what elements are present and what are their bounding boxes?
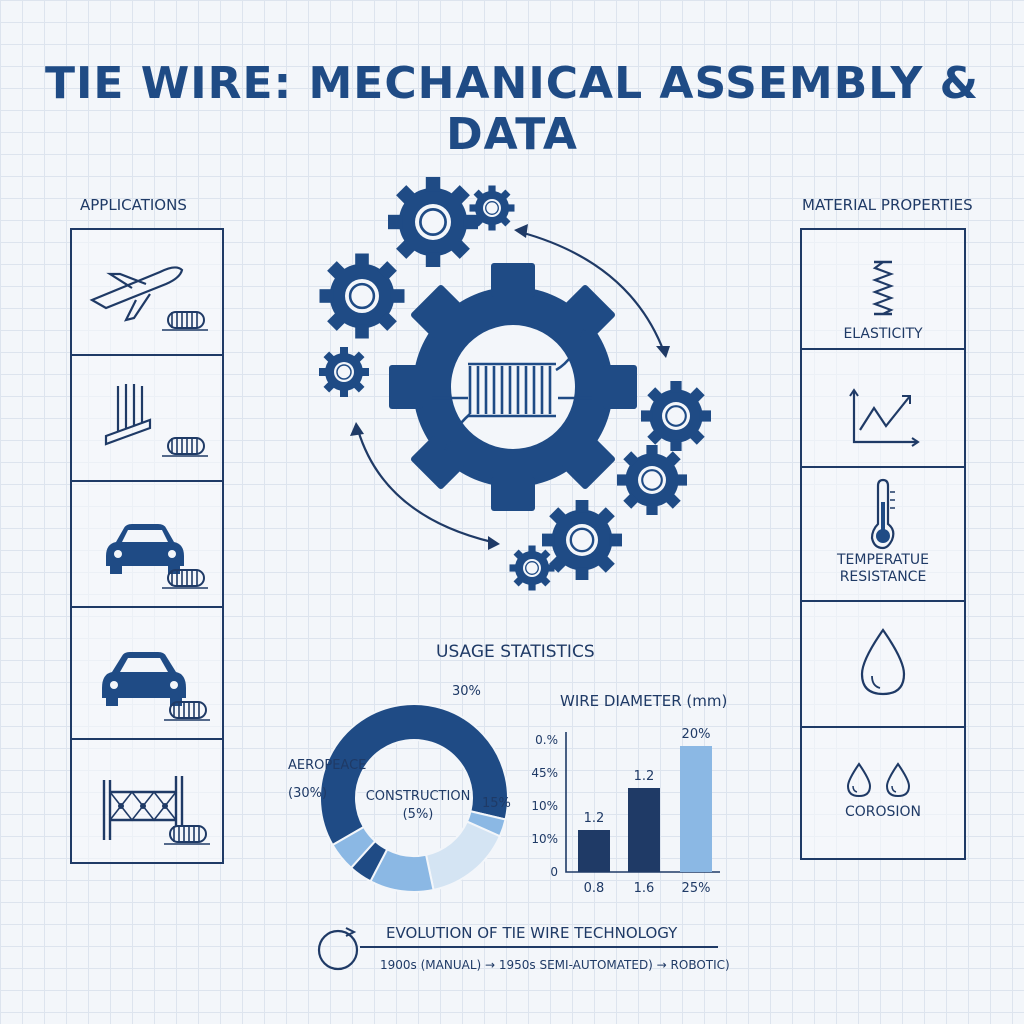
property-corrosion[interactable]: COROSION (802, 728, 964, 858)
material-properties-heading: MATERIAL PROPERTIES (802, 196, 973, 214)
gear-icon (468, 184, 516, 232)
application-rebar[interactable] (72, 356, 222, 482)
y-tick-label: 10% (531, 832, 558, 846)
x-tick-label: 0.8 (584, 881, 605, 896)
donut-center-label: CONSTRUCTION (366, 789, 471, 804)
property-label: TEMPERATUE (836, 552, 930, 568)
property-label: ELASTICITY (843, 326, 923, 342)
main-gear-icon (389, 263, 637, 511)
rotation-arrows (356, 230, 666, 544)
application-fence[interactable] (72, 740, 222, 862)
y-tick-label: 0.% (535, 733, 558, 747)
applications-heading: APPLICATIONS (80, 196, 187, 214)
application-car-2[interactable] (72, 608, 222, 740)
aircraft-icon (89, 266, 208, 331)
bar-value-label: 1.2 (634, 769, 655, 784)
property-label-line-2: RESISTANCE (839, 569, 927, 585)
rebar-icon (104, 384, 208, 457)
thermometer-icon (870, 478, 895, 550)
applications-panel (70, 228, 224, 864)
donut-right-label: 15% (482, 796, 511, 811)
droplets-icon (846, 762, 911, 798)
donut-slice (319, 703, 509, 847)
property-elasticity[interactable]: ELASTICITY (802, 230, 964, 350)
y-tick-label: 45% (531, 766, 558, 780)
donut-slice (331, 825, 377, 870)
bar-value-label: 20% (682, 727, 711, 742)
growth-chart-icon (849, 388, 920, 447)
usage-donut-chart: CONSTRUCTION (5%) (319, 703, 509, 893)
gear-icon (615, 443, 689, 517)
property-strength[interactable] (802, 350, 964, 468)
car-icon (106, 524, 208, 589)
usage-heading: USAGE STATISTICS (436, 642, 595, 662)
donut-left-label: AEROPEACE (288, 758, 367, 773)
diameter-bar-chart: 0.% 45% 10% 10% 0 1.2 1.2 20% 0.8 1.6 25% (531, 727, 720, 896)
property-temperature[interactable]: TEMPERATUE RESISTANCE (802, 468, 964, 602)
material-properties-panel: ELASTICITY TEMPERATUE RESISTANCE (800, 228, 966, 860)
wire-coil-icon (432, 329, 592, 451)
gear-icon (318, 346, 370, 398)
donut-center-value: (5%) (403, 807, 434, 822)
bar (628, 788, 660, 872)
gear-icon (386, 175, 480, 269)
evolution-line (360, 946, 718, 948)
evolution-cycle-icon (317, 927, 359, 971)
gear-icon (508, 544, 556, 592)
y-tick-label: 0 (550, 865, 558, 879)
y-tick-label: 10% (531, 799, 558, 813)
gear-icon (318, 252, 406, 340)
application-aircraft[interactable] (72, 230, 222, 356)
bar-value-label: 1.2 (584, 811, 605, 826)
page-title: TIE WIRE: MECHANICAL ASSEMBLY & DATA (45, 58, 979, 160)
x-tick-label: 1.6 (634, 881, 655, 896)
fence-icon (102, 776, 210, 845)
evolution-title: EVOLUTION OF TIE WIRE TECHNOLOGY (386, 924, 678, 942)
bar (680, 746, 712, 872)
gear-icon (639, 379, 713, 453)
donut-top-label: 30% (452, 684, 481, 699)
evolution-steps: 1900s (MANUAL) → 1950s SEMI-AUTOMATED) →… (380, 958, 730, 972)
droplet-icon (860, 628, 906, 696)
donut-left-value: (30%) (288, 786, 328, 801)
property-label: COROSION (844, 804, 922, 820)
gear-icon (540, 498, 624, 582)
spring-icon (871, 260, 895, 316)
application-car-1[interactable] (72, 482, 222, 608)
donut-slice (424, 820, 502, 892)
bar-chart-title: WIRE DIAMETER (mm) (560, 692, 728, 710)
x-tick-label: 25% (682, 881, 711, 896)
bar (578, 830, 610, 872)
car-icon (102, 652, 210, 721)
property-moisture[interactable] (802, 602, 964, 728)
